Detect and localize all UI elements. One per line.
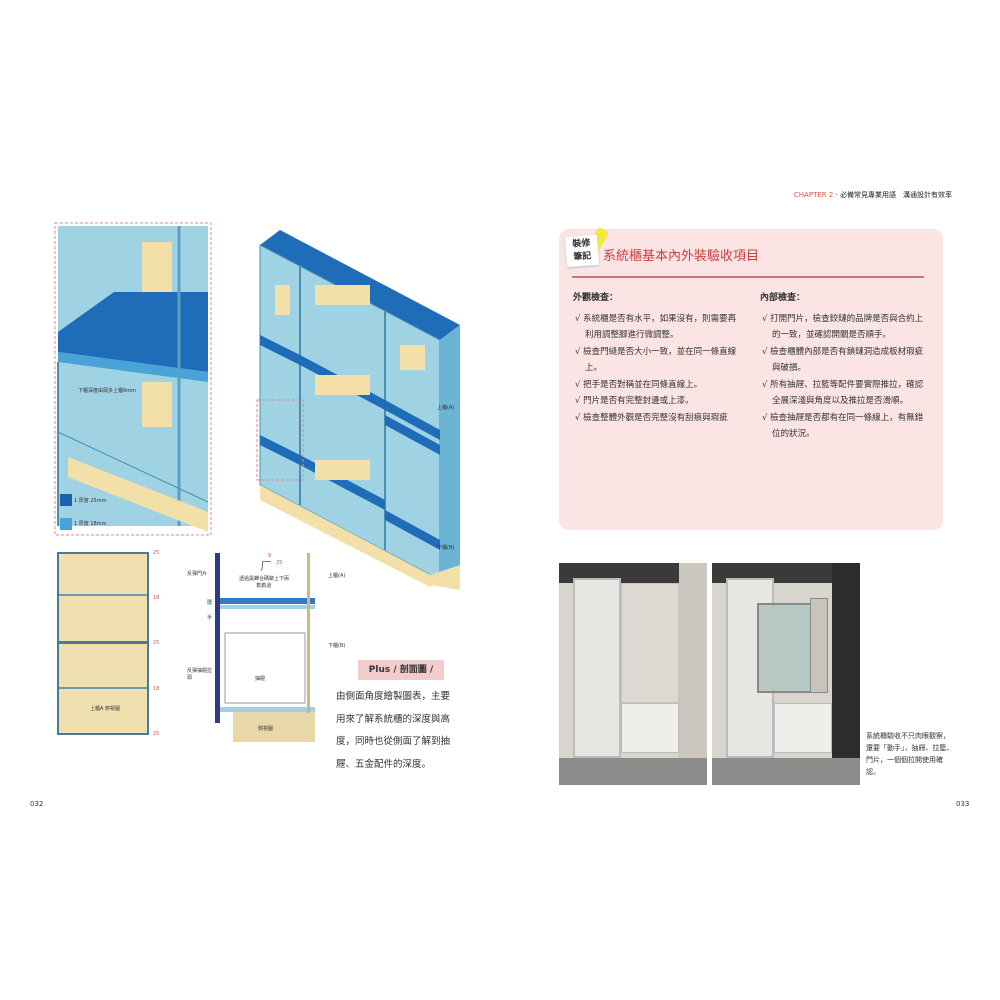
- inner-heading: 內部檢查：: [760, 293, 806, 303]
- cabinet-isometric-diagram: [256, 230, 460, 590]
- cabinet-photo-closed: [559, 563, 707, 785]
- check-item: √ 打開門片，檢查鉸鏈的品牌是否與合約上的一致，並確認開關是否順手。: [762, 313, 924, 341]
- check-item: √ 檢查整體外觀是否完整沒有刮痕與瑕疵: [575, 412, 728, 423]
- svg-text:ㄏ: ㄏ: [260, 559, 272, 573]
- renovation-note-box: [559, 229, 943, 530]
- check-item: √ 所有抽屜、拉籃等配件要實際推拉，確認全展深淺與角度以及推拉是否滑順。: [762, 379, 924, 407]
- check-item: √ 檢查抽屜是否都有在同一條線上，有無錯位的狀況。: [762, 412, 924, 440]
- dim: 25: [153, 550, 160, 556]
- cabinet-closeup-diagram: [54, 222, 212, 536]
- dim: 25: [153, 731, 160, 737]
- outer-heading: 外觀檢查：: [573, 293, 619, 303]
- rail-label: 透過黑蟬合碼鉚上下兩軌軌道: [238, 576, 289, 589]
- hand-label: 手: [207, 615, 213, 621]
- door-label: 反彈門片: [187, 571, 208, 577]
- iso-lower-label: 下櫃(B): [437, 545, 455, 551]
- tag-line: 筆記: [573, 251, 592, 263]
- drawer-label: 抽屜: [255, 676, 266, 682]
- chapter-label: CHAPTER 2: [793, 191, 834, 199]
- note-title: 系統櫃基本內外裝驗收項目: [603, 249, 760, 264]
- check-item: √ 系統櫃是否有水平，如果沒有，則需要再利用調整腳進行微調整。: [575, 313, 737, 341]
- note-tag: 裝修筆記: [564, 234, 600, 268]
- page-number-right: 033: [956, 800, 970, 808]
- check-item: √ 檢查櫃體內部是否有鎖鏈洞造成板材瑕疵與破損。: [762, 346, 924, 374]
- drawer-pull-label: 反彈抽屜拉頭: [187, 668, 213, 681]
- tag-line: 裝修: [572, 238, 591, 250]
- page-number-left: 032: [30, 800, 44, 808]
- chapter-title: 必備常見專業用語 溝通設計有效率: [840, 191, 952, 199]
- side-view-label: 側視圖: [258, 726, 274, 732]
- side-upper-label: 上櫃(A): [328, 573, 346, 579]
- dim: 18: [153, 686, 160, 692]
- photo-caption: 系統櫃驗收不只肉眼觀察，還要「動手」，抽屜、拉籃、門片，一個個拉開使用確認。: [866, 732, 954, 776]
- check-item: √ 門片是否有完整封邊或上漆。: [575, 396, 694, 406]
- iso-upper-label: 上櫃(A): [437, 405, 455, 411]
- plus-badge: Plus / 剖面圖 /: [358, 660, 444, 680]
- side-lower-label: 下櫃(B): [328, 643, 346, 649]
- running-header: CHAPTER 2 · 必備常見專業用語 溝通設計有效率: [793, 191, 952, 199]
- inner-check-column: 內部檢查： √ 打開門片，檢查鉸鏈的品牌是否與合約上的一致，並確認開關是否順手。…: [760, 290, 930, 443]
- profile-top-dim: 9: [268, 553, 272, 559]
- check-item: √ 檢查門縫是否大小一致，並在同一條直線上。: [575, 346, 737, 374]
- legend-25mm: 1 厚度 25mm: [74, 498, 107, 504]
- plus-description: 由側面角度繪製圖表，主要用來了解系統櫃的深度與高度，同時也從側面了解到抽屜、五金…: [336, 691, 451, 770]
- outer-check-column: 外觀檢查： √ 系統櫃是否有水平，如果沒有，則需要再利用調整腳進行微調整。 √ …: [573, 290, 743, 426]
- profile-dim: 25: [276, 560, 283, 566]
- legend-18mm: 1 厚度 18mm: [74, 521, 107, 527]
- depth-note: 下櫃深度由頭多上櫃6mm: [78, 388, 136, 394]
- top-view-diagram: 上櫃A 俯視圖: [57, 552, 149, 735]
- dim: 25: [153, 640, 160, 646]
- check-item: √ 把手是否對稱並在同條直線上。: [575, 379, 703, 390]
- cabinet-photo-open: [712, 563, 860, 785]
- dim: 18: [153, 595, 160, 601]
- title-divider: [572, 276, 924, 278]
- top-view-label: 上櫃A 俯視圖: [89, 706, 120, 712]
- hidden-label: 隱: [207, 600, 213, 606]
- side-view-diagram: ㄏ: [215, 553, 315, 742]
